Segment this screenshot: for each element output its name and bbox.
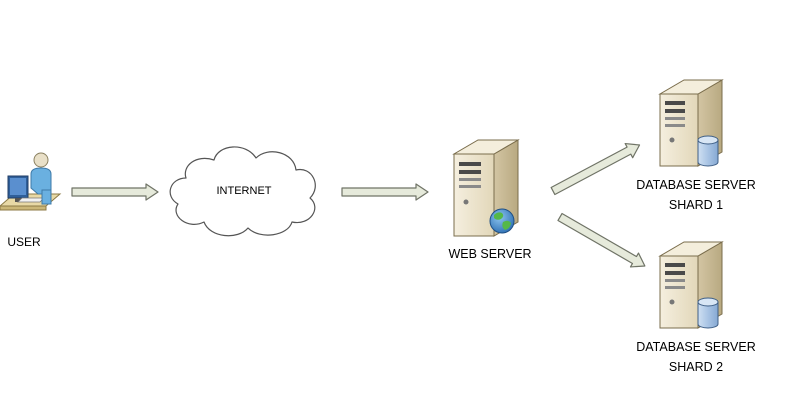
web-server-icon: [452, 139, 520, 237]
database-cylinder-icon: [697, 135, 719, 167]
globe-icon: [489, 208, 515, 234]
arrow-web-server-to-shard-2: [557, 212, 646, 268]
arrow-user-to-internet: [71, 183, 159, 201]
user-label: USER: [7, 235, 41, 249]
internet-label: INTERNET: [217, 185, 272, 197]
db-shard-2-label-line2: SHARD 2: [669, 360, 723, 374]
web-server-label: WEB SERVER: [448, 247, 531, 261]
user-workstation-icon: [0, 152, 62, 211]
database-cylinder-icon: [697, 297, 719, 329]
db-shard-1-label-line2: SHARD 1: [669, 198, 723, 212]
db-shard-2-label-line1: DATABASE SERVER: [636, 340, 755, 354]
arrow-web-server-to-shard-1: [550, 142, 641, 196]
db-shard-1-label-line1: DATABASE SERVER: [636, 178, 755, 192]
cloud-icon: [169, 146, 316, 237]
database-server-icon: [658, 241, 724, 329]
database-server-icon: [658, 79, 724, 167]
arrow-internet-to-web-server: [341, 183, 429, 201]
